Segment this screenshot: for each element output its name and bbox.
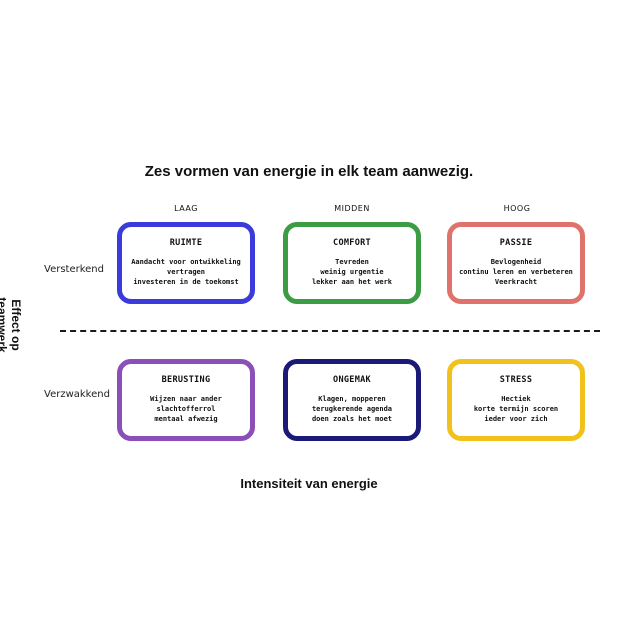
column-label-hoog: HOOG (503, 204, 531, 213)
box-line: vertragen (167, 268, 205, 276)
box-title: STRESS (499, 375, 533, 385)
box-line: Klagen, mopperen (318, 395, 386, 403)
energy-box-berusting: BERUSTING Wijzen naar ander slachtofferr… (117, 359, 255, 441)
y-axis-label: Effect op teamwerk (0, 297, 23, 353)
box-line: lekker aan het werk (311, 278, 393, 286)
box-title: ONGEMAK (333, 375, 371, 385)
box-line: investeren in de toekomst (133, 278, 239, 286)
box-line: Veerkracht (494, 278, 538, 286)
box-line: Hectiek (501, 395, 531, 403)
x-axis-label: Intensiteit van energie (240, 476, 378, 491)
box-line: mentaal afwezig (154, 415, 218, 423)
row-divider (60, 330, 600, 332)
box-line: terugkerende agenda (311, 405, 393, 413)
box-line: Aandacht voor ontwikkeling (131, 258, 241, 266)
energy-box-comfort: COMFORT Tevreden weinig urgentie lekker … (283, 222, 421, 304)
box-title: PASSIE (499, 238, 533, 248)
box-line: slachtofferrol (156, 405, 216, 413)
energy-box-stress: STRESS Hectiek korte termijn scoren iede… (447, 359, 585, 441)
diagram-title: Zes vormen van energie in elk team aanwe… (144, 163, 474, 180)
box-line: korte termijn scoren (473, 405, 559, 413)
box-line: Wijzen naar ander (150, 395, 222, 403)
row-label-versterkend: Versterkend (44, 264, 104, 275)
box-line: ieder voor zich (484, 415, 548, 423)
column-label-midden: MIDDEN (334, 204, 370, 213)
box-line: Bevlogenheid (490, 258, 542, 266)
box-line: weinig urgentie (320, 268, 384, 276)
box-title: COMFORT (333, 238, 371, 248)
box-title: BERUSTING (161, 375, 211, 385)
column-label-laag: LAAG (174, 204, 198, 213)
row-label-verzwakkend: Verzwakkend (44, 389, 110, 400)
box-line: continu leren en verbeteren (459, 268, 573, 276)
energy-box-ongemak: ONGEMAK Klagen, mopperen terugkerende ag… (283, 359, 421, 441)
box-line: Tevreden (335, 258, 369, 266)
energy-box-ruimte: RUIMTE Aandacht voor ontwikkeling vertra… (117, 222, 255, 304)
energy-box-passie: PASSIE Bevlogenheid continu leren en ver… (447, 222, 585, 304)
box-line: doen zoals het moet (311, 415, 393, 423)
box-title: RUIMTE (169, 238, 203, 248)
